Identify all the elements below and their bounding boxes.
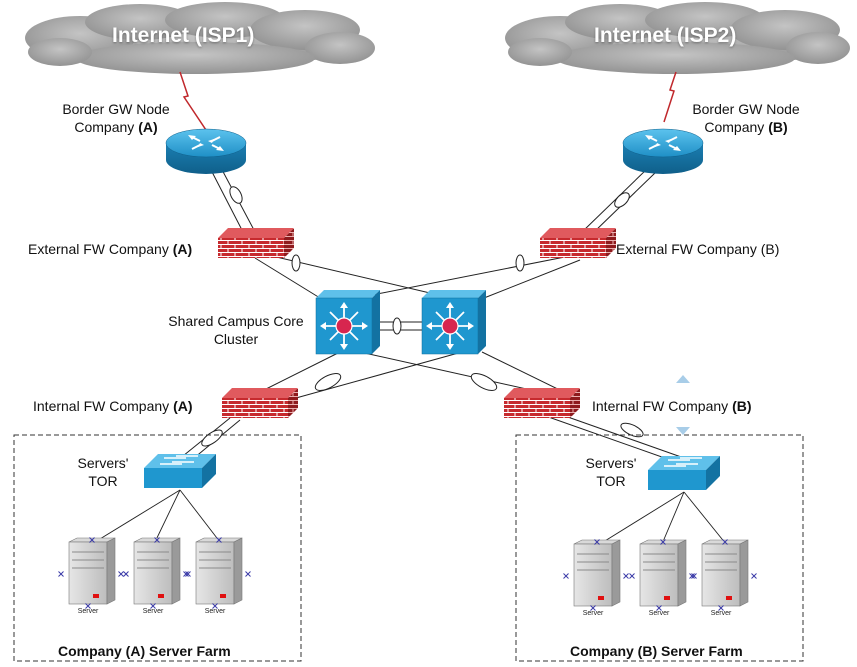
router-b-icon	[622, 128, 704, 174]
border-gw-a-label: Border GW Node Company (A)	[62, 101, 170, 135]
link-intfw-a-to-tor-a	[177, 417, 241, 464]
interface-marker-icon	[751, 573, 757, 579]
link-core-interswitch	[372, 317, 424, 335]
server-farm-a-boundary	[13, 434, 302, 662]
server-a-3-icon: Server	[195, 537, 243, 615]
interface-marker-icon	[590, 605, 596, 611]
interface-marker-icon	[722, 539, 728, 545]
server-farm-b-boundary	[515, 434, 804, 662]
interface-marker-icon	[89, 537, 95, 543]
core-switch-left-icon	[315, 290, 380, 355]
internal-fw-a-label: Internal FW Company (A)	[33, 398, 193, 414]
cloud-isp2	[505, 2, 850, 74]
cloud-isp1	[25, 2, 375, 74]
interface-marker-icon	[656, 605, 662, 611]
router-a-icon	[165, 128, 247, 174]
wan-link-isp2	[663, 71, 677, 123]
interface-marker-icon	[58, 571, 64, 577]
interface-marker-icon	[689, 573, 695, 579]
interface-marker-icon	[212, 603, 218, 609]
internal-firewall-b-icon	[504, 388, 580, 418]
tor-b-label: Servers' TOR	[585, 455, 637, 489]
cloud-isp1-label: Internet (ISP1)	[112, 24, 255, 47]
interface-marker-icon	[123, 571, 129, 577]
link-extfw-to-core	[254, 251, 581, 299]
scroll-up-icon	[676, 375, 690, 383]
cloud-isp2-label: Internet (ISP2)	[594, 24, 737, 47]
external-fw-b-label: External FW Company (B)	[616, 241, 780, 257]
links-tor-a-servers	[94, 489, 221, 543]
interface-marker-icon	[185, 571, 191, 577]
interface-marker-icon	[594, 539, 600, 545]
interface-marker-icon	[629, 573, 635, 579]
server-a-1-icon: Server	[68, 537, 116, 615]
server-b-3-icon: Server	[701, 539, 749, 617]
interface-marker-icon	[118, 571, 124, 577]
external-fw-a-label: External FW Company (A)	[28, 241, 193, 257]
interface-marker-icon	[85, 603, 91, 609]
link-core-to-intfw	[259, 351, 573, 399]
interface-marker-icon	[718, 605, 724, 611]
links-tor-b-servers	[599, 491, 727, 545]
core-cluster-label: Shared Campus Core Cluster	[168, 313, 304, 347]
tor-a-label: Servers' TOR	[77, 455, 129, 489]
border-gw-b-label: Border GW Node Company (B)	[692, 101, 800, 135]
server-farm-b-title: Company (B) Server Farm	[570, 643, 743, 659]
interface-marker-icon	[154, 537, 160, 543]
scroll-down-icon	[676, 427, 690, 435]
interface-marker-icon	[691, 573, 697, 579]
core-switch-right-icon	[421, 290, 486, 355]
interface-marker-icon	[245, 571, 251, 577]
interface-marker-icon	[563, 573, 569, 579]
interface-marker-icon	[183, 571, 189, 577]
link-router-a-to-fw-a	[209, 165, 255, 233]
server-label: Server	[143, 608, 164, 615]
internal-fw-b-label: Internal FW Company (B)	[592, 398, 752, 414]
wan-link-isp1	[179, 71, 207, 131]
interface-marker-icon	[660, 539, 666, 545]
server-label: Server	[78, 608, 99, 615]
server-label: Server	[583, 610, 604, 617]
link-router-b-to-fw-b	[581, 167, 657, 235]
server-label: Server	[649, 610, 670, 617]
internal-firewall-a-icon	[222, 388, 298, 418]
link-intfw-b-to-tor-b	[539, 409, 685, 463]
server-farm-a-title: Company (A) Server Farm	[58, 643, 231, 659]
interface-marker-icon	[150, 603, 156, 609]
tor-switch-a-icon	[144, 454, 216, 488]
server-a-2-icon: Server	[133, 537, 181, 615]
interface-marker-icon	[216, 537, 222, 543]
external-firewall-b-icon	[540, 228, 616, 258]
server-b-1-icon: Server	[573, 539, 621, 617]
interface-marker-icon	[623, 573, 629, 579]
server-label: Server	[711, 610, 732, 617]
external-firewall-a-icon	[218, 228, 294, 258]
server-label: Server	[205, 608, 226, 615]
tor-switch-b-icon	[648, 456, 720, 490]
server-b-2-icon: Server	[639, 539, 687, 617]
